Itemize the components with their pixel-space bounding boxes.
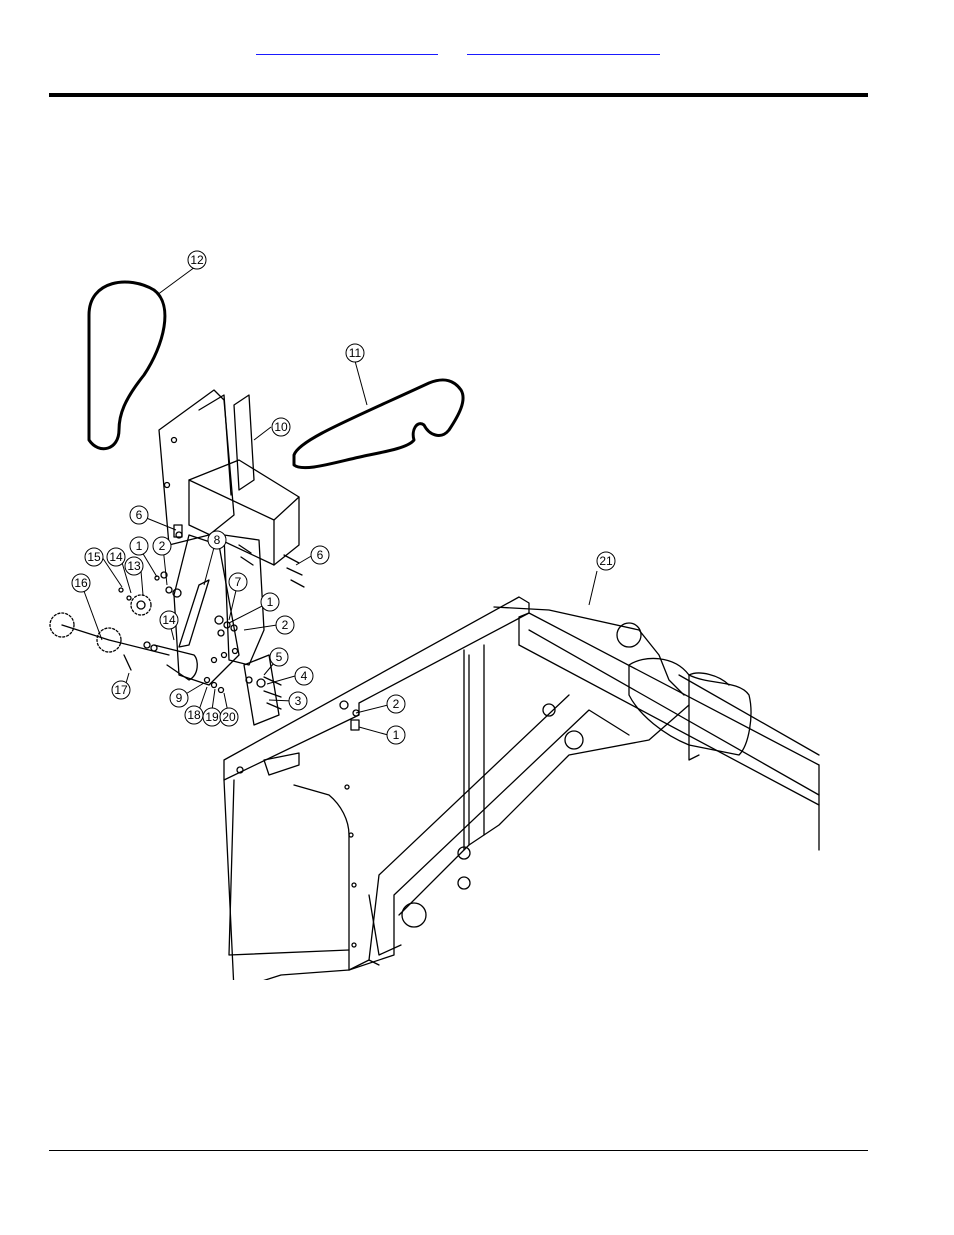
callout-9: 9	[170, 689, 188, 707]
callout-21: 21	[597, 552, 615, 570]
callout-19: 19	[203, 708, 221, 726]
svg-text:4: 4	[301, 669, 308, 683]
belt-12	[89, 282, 165, 449]
svg-text:2: 2	[393, 697, 400, 711]
svg-text:17: 17	[114, 683, 128, 697]
callout-17: 17	[112, 681, 130, 699]
header-link-left[interactable]	[256, 40, 438, 55]
svg-text:9: 9	[176, 691, 183, 705]
svg-text:1: 1	[267, 595, 274, 609]
svg-text:12: 12	[190, 253, 204, 267]
svg-text:6: 6	[136, 508, 143, 522]
svg-text:7: 7	[235, 575, 242, 589]
svg-text:11: 11	[349, 346, 362, 360]
callout-4: 4	[295, 667, 313, 685]
callout-18: 18	[185, 706, 203, 724]
callout-5: 5	[270, 648, 288, 666]
svg-text:18: 18	[187, 708, 201, 722]
callout-8: 8	[208, 531, 226, 549]
callout-10: 10	[272, 418, 290, 436]
svg-text:8: 8	[214, 533, 221, 547]
callout-15: 15	[85, 548, 103, 566]
idler-arm-8	[179, 580, 209, 647]
callout-7: 7	[229, 573, 247, 591]
callout-1c: 1	[387, 726, 405, 744]
parts-diagram: 12 11 10 6 6 21 15 14 13 1 2 8 7 1 2 14 …	[49, 235, 839, 980]
header-link-right[interactable]	[467, 40, 660, 55]
frame-21	[224, 597, 529, 780]
callout-1a: 1	[130, 537, 148, 555]
svg-text:1: 1	[136, 539, 143, 553]
header-rule	[49, 93, 868, 97]
svg-text:14: 14	[109, 550, 123, 564]
svg-text:5: 5	[276, 650, 283, 664]
svg-text:14: 14	[162, 613, 176, 627]
callout-14b: 14	[160, 611, 178, 629]
svg-text:15: 15	[87, 550, 101, 564]
sprocket-13	[131, 595, 151, 615]
callout-13: 13	[125, 557, 143, 575]
callout-1b: 1	[261, 593, 279, 611]
svg-text:20: 20	[222, 710, 236, 724]
svg-text:19: 19	[205, 710, 219, 724]
svg-text:2: 2	[159, 539, 166, 553]
callout-6b: 6	[311, 546, 329, 564]
callout-12: 12	[188, 251, 206, 269]
svg-text:6: 6	[317, 548, 324, 562]
bracket-10	[159, 390, 234, 545]
callout-20: 20	[220, 708, 238, 726]
svg-text:13: 13	[127, 559, 141, 573]
svg-text:16: 16	[74, 576, 88, 590]
svg-text:2: 2	[282, 618, 289, 632]
svg-text:21: 21	[599, 554, 613, 568]
footer-rule	[49, 1150, 868, 1151]
callout-14a: 14	[107, 548, 125, 566]
callout-2c: 2	[387, 695, 405, 713]
callout-2a: 2	[153, 537, 171, 555]
belt-11	[294, 380, 463, 468]
callout-3: 3	[289, 692, 307, 710]
callout-16: 16	[72, 574, 90, 592]
callout-11: 11	[346, 344, 364, 362]
svg-text:10: 10	[274, 420, 288, 434]
svg-text:1: 1	[393, 728, 400, 742]
callout-2b: 2	[276, 616, 294, 634]
callout-6a: 6	[130, 506, 148, 524]
svg-text:3: 3	[295, 694, 302, 708]
